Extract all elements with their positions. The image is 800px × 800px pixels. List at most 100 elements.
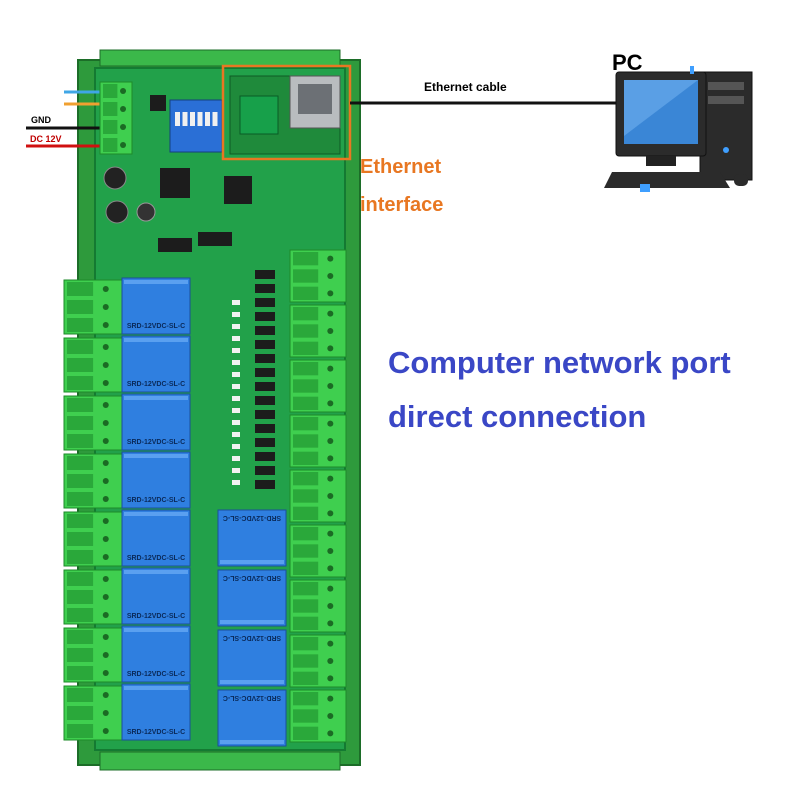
ethernet-interface-line2: interface bbox=[360, 194, 444, 216]
right-terminal-slot bbox=[293, 362, 319, 376]
relay-highlight bbox=[124, 280, 188, 284]
relay-body bbox=[121, 277, 191, 335]
relay-highlight bbox=[124, 686, 188, 690]
right-terminal-slot bbox=[293, 671, 319, 685]
right-terminal-slot bbox=[293, 472, 319, 486]
optocoupler bbox=[255, 270, 275, 279]
right-terminal-screw bbox=[327, 695, 334, 702]
relay-body bbox=[217, 509, 287, 567]
relay: SRD-12VDC-SL-C bbox=[217, 629, 287, 687]
right-terminal-screw bbox=[327, 620, 334, 627]
led bbox=[232, 312, 240, 317]
relay-highlight bbox=[124, 512, 188, 516]
left-terminal-blocks bbox=[63, 279, 123, 741]
pc-keyboard bbox=[604, 172, 730, 188]
left-terminal-slot bbox=[67, 434, 94, 448]
ethernet-highlight-box bbox=[221, 64, 352, 161]
left-terminal-slot bbox=[67, 590, 94, 604]
pc-drive-2 bbox=[708, 96, 744, 104]
right-terminal-screw bbox=[327, 713, 334, 719]
left-terminal-screw bbox=[102, 420, 109, 426]
transceiver-chip bbox=[150, 95, 166, 111]
right-terminal-slot bbox=[293, 417, 319, 431]
right-terminal-screw bbox=[327, 493, 334, 499]
optocoupler bbox=[255, 368, 275, 377]
relay-highlight bbox=[124, 338, 188, 342]
left-terminal-slot bbox=[67, 282, 94, 296]
relay: SRD-12VDC-SL-C bbox=[217, 509, 287, 567]
right-terminal-screw bbox=[327, 400, 334, 407]
left-terminal-screw bbox=[102, 518, 109, 524]
relay-body bbox=[121, 335, 191, 393]
power-terminal-screw bbox=[120, 106, 127, 112]
relay-body bbox=[217, 689, 287, 747]
right-terminal-slot bbox=[293, 451, 319, 465]
left-terminal-screw bbox=[102, 362, 109, 368]
pc-keyboard-accent bbox=[640, 184, 650, 192]
relay-highlight bbox=[220, 740, 284, 744]
left-terminal-screw bbox=[102, 554, 109, 560]
right-terminal-slot bbox=[293, 286, 319, 300]
left-terminal-slot bbox=[67, 340, 94, 354]
right-terminal-slot bbox=[293, 561, 319, 575]
power-terminal-block bbox=[99, 81, 133, 155]
relay-model-text: SRD-12VDC-SL-C bbox=[223, 694, 281, 701]
relay-model-text: SRD-12VDC-SL-C bbox=[223, 574, 281, 581]
left-terminal-screw bbox=[102, 612, 109, 618]
pc-monitor-stand bbox=[646, 156, 676, 166]
left-terminal-screw bbox=[102, 460, 109, 466]
right-terminal-slot bbox=[293, 396, 319, 410]
left-terminal-slot bbox=[67, 630, 94, 644]
relay-highlight bbox=[220, 620, 284, 624]
led bbox=[232, 324, 240, 329]
left-terminal-slot bbox=[67, 474, 94, 488]
relay: SRD-12VDC-SL-C bbox=[121, 277, 191, 335]
relay: SRD-12VDC-SL-C bbox=[217, 689, 287, 747]
right-terminal-screw bbox=[327, 273, 334, 279]
relay: SRD-12VDC-SL-C bbox=[217, 569, 287, 627]
right-terminal-slot bbox=[293, 527, 319, 541]
right-terminal-screw bbox=[327, 658, 334, 664]
relay: SRD-12VDC-SL-C bbox=[121, 625, 191, 683]
optocoupler bbox=[255, 410, 275, 419]
optocoupler bbox=[255, 452, 275, 461]
right-terminal-slot bbox=[293, 616, 319, 630]
gnd-label: GND bbox=[31, 115, 51, 125]
left-terminal-screw bbox=[102, 634, 109, 640]
relay-body bbox=[121, 393, 191, 451]
right-terminal-slot bbox=[293, 726, 319, 740]
power-terminal-slot bbox=[103, 84, 118, 98]
led bbox=[232, 420, 240, 425]
relay: SRD-12VDC-SL-C bbox=[121, 509, 191, 567]
dip-key bbox=[205, 112, 210, 126]
led bbox=[232, 300, 240, 305]
left-terminal-slot bbox=[67, 724, 94, 738]
optocoupler bbox=[255, 396, 275, 405]
led bbox=[232, 360, 240, 365]
right-terminal-screw bbox=[327, 530, 334, 537]
right-terminal-slot bbox=[293, 252, 319, 266]
right-terminal-screw bbox=[327, 675, 334, 682]
capacitor-3 bbox=[136, 202, 156, 222]
left-terminal-screw bbox=[102, 692, 109, 698]
pc-top-accent bbox=[690, 66, 694, 74]
left-terminal-screw bbox=[102, 496, 109, 502]
relay-body bbox=[121, 625, 191, 683]
led bbox=[232, 456, 240, 461]
relay-array: SRD-12VDC-SL-CSRD-12VDC-SL-CSRD-12VDC-SL… bbox=[121, 277, 287, 747]
driver-chip-1 bbox=[158, 238, 192, 252]
left-terminal-screw bbox=[102, 402, 109, 408]
right-terminal-slot bbox=[293, 654, 319, 668]
right-terminal-slot bbox=[293, 599, 319, 613]
right-terminal-blocks bbox=[289, 249, 347, 743]
power-terminal-slot bbox=[103, 120, 118, 134]
relay-highlight bbox=[124, 396, 188, 400]
right-terminal-screw bbox=[327, 603, 334, 609]
right-terminal-screw bbox=[327, 548, 334, 554]
right-terminal-screw bbox=[327, 310, 334, 317]
relay: SRD-12VDC-SL-C bbox=[121, 567, 191, 625]
driver-chip-2 bbox=[198, 232, 232, 246]
led-column bbox=[232, 300, 240, 485]
left-terminal-slot bbox=[67, 572, 94, 586]
